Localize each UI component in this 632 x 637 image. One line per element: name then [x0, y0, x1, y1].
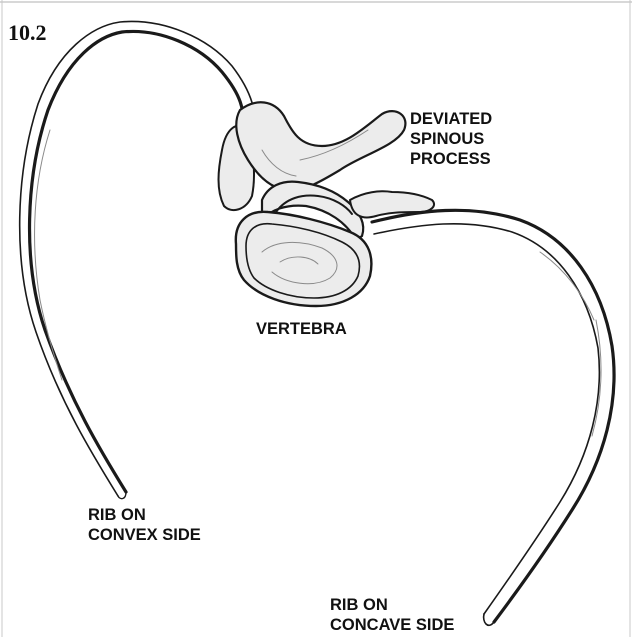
label-concave-line1: RIB ON	[330, 596, 388, 614]
label-rib-concave-side: RIB ON CONCAVE SIDE	[330, 596, 454, 634]
label-deviated-line1: DEVIATED	[410, 110, 492, 128]
label-deviated-spinous-process: DEVIATED SPINOUS PROCESS	[410, 110, 492, 168]
figure-number: 10.2	[8, 20, 47, 45]
rib-convex-side	[20, 21, 255, 498]
label-vertebra: VERTEBRA	[256, 320, 347, 338]
rib-concave-side	[372, 210, 614, 625]
label-deviated-line2: SPINOUS	[410, 130, 484, 148]
spinous-process	[236, 102, 405, 190]
label-convex-line2: CONVEX SIDE	[88, 526, 201, 544]
label-convex-line1: RIB ON	[88, 506, 146, 524]
label-concave-line2: CONCAVE SIDE	[330, 616, 454, 634]
label-deviated-line3: PROCESS	[410, 150, 491, 168]
label-rib-convex-side: RIB ON CONVEX SIDE	[88, 506, 201, 544]
